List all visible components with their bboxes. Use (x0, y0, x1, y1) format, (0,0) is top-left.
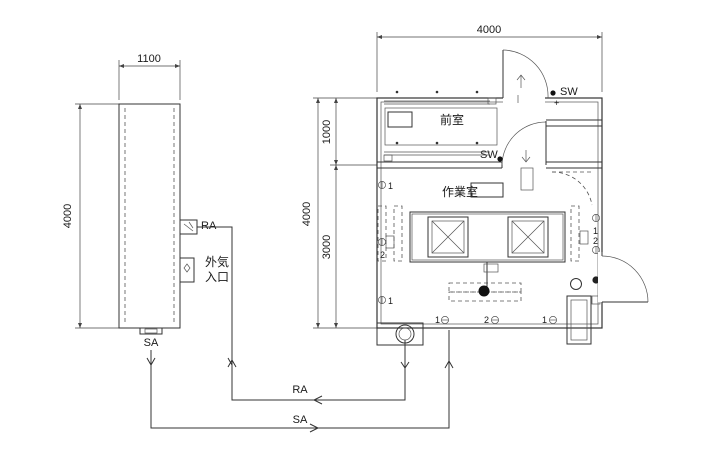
outside-air-inlet (179, 257, 195, 283)
outlet-right-2: 2 (592, 236, 600, 254)
outlet-bottom-3: 1 (542, 315, 557, 325)
anteroom-height-label: 1000 (321, 120, 333, 144)
outlet-bottom-2: 2 (484, 315, 499, 325)
hepa-filter-left (427, 216, 469, 258)
workroom-fixture (470, 182, 504, 198)
sa-outlet (139, 327, 163, 335)
svg-text:2: 2 (484, 315, 489, 325)
duct-routes: RA SA (146, 226, 454, 433)
svg-text:1: 1 (388, 296, 393, 306)
outside-air-label-line1: 外気 (205, 254, 229, 269)
return-air-duct (197, 226, 406, 401)
svg-text:+: + (554, 98, 559, 108)
ahu-unit-body (118, 103, 181, 329)
height-dimension-label: 4000 (62, 204, 74, 228)
svg-text:1: 1 (435, 315, 440, 325)
switch-mid-icon (497, 156, 503, 162)
hepa-filter-right (507, 216, 549, 258)
outlet-right-1: 1 (592, 214, 600, 236)
plan-height-label: 4000 (301, 202, 313, 226)
exhaust-fan-icon (478, 285, 490, 297)
workroom-label: 作業室 (442, 184, 478, 199)
right-wall-device (592, 276, 600, 284)
svg-text:2: 2 (380, 250, 385, 260)
ra-damper (179, 219, 198, 235)
plan-width-label: 4000 (477, 24, 501, 36)
svg-text:1: 1 (388, 181, 393, 191)
svg-text:1: 1 (593, 226, 598, 236)
supply-air-label: SA (293, 414, 308, 426)
anteroom-label: 前室 (440, 112, 464, 127)
outer-wall (376, 97, 603, 329)
svg-text:2: 2 (593, 236, 598, 246)
sa-label: SA (144, 337, 159, 349)
return-air-label: RA (292, 384, 308, 396)
anteroom-fixture (387, 111, 413, 128)
bottom-left-duct-port (376, 322, 424, 346)
switch-top-label: SW (560, 86, 578, 98)
switch-top-icon (550, 90, 556, 96)
width-dimension-label: 1100 (137, 53, 161, 65)
outlet-left-1: 1 (378, 181, 393, 191)
pass-box (566, 295, 592, 345)
side-view: 1100 4000 RA 外気 入口 SA (62, 53, 229, 349)
ra-label: RA (201, 220, 217, 232)
svg-text:1: 1 (542, 315, 547, 325)
outside-air-label-line2: 入口 (205, 270, 229, 284)
outlet-left-2: 2 (378, 238, 386, 260)
workroom-height-label: 3000 (321, 235, 333, 259)
supply-air-duct (150, 330, 450, 429)
plan-view: 4000 4000 1000 3000 SW + (301, 24, 649, 346)
outlet-bottom-1: 1 (435, 315, 449, 325)
outlet-left-3: 1 (378, 296, 393, 306)
